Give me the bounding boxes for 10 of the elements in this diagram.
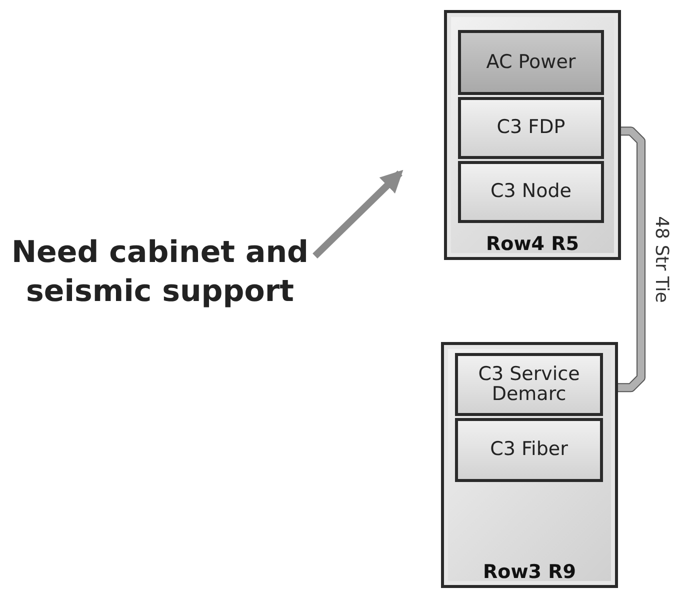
- note-text: Need cabinet and seismic support: [10, 234, 310, 311]
- cabinet-label: Row3 R9: [482, 561, 577, 583]
- device-box: C3 Node: [458, 161, 604, 223]
- device-box: C3 Service Demarc: [455, 353, 603, 416]
- device-box: AC Power: [458, 30, 604, 95]
- device-box: C3 FDP: [458, 97, 604, 159]
- cabinet-box: [444, 10, 621, 260]
- device-box: C3 Fiber: [455, 418, 603, 482]
- cabinet-box: [441, 342, 618, 588]
- cabinet-label: Row4 R5: [485, 233, 580, 255]
